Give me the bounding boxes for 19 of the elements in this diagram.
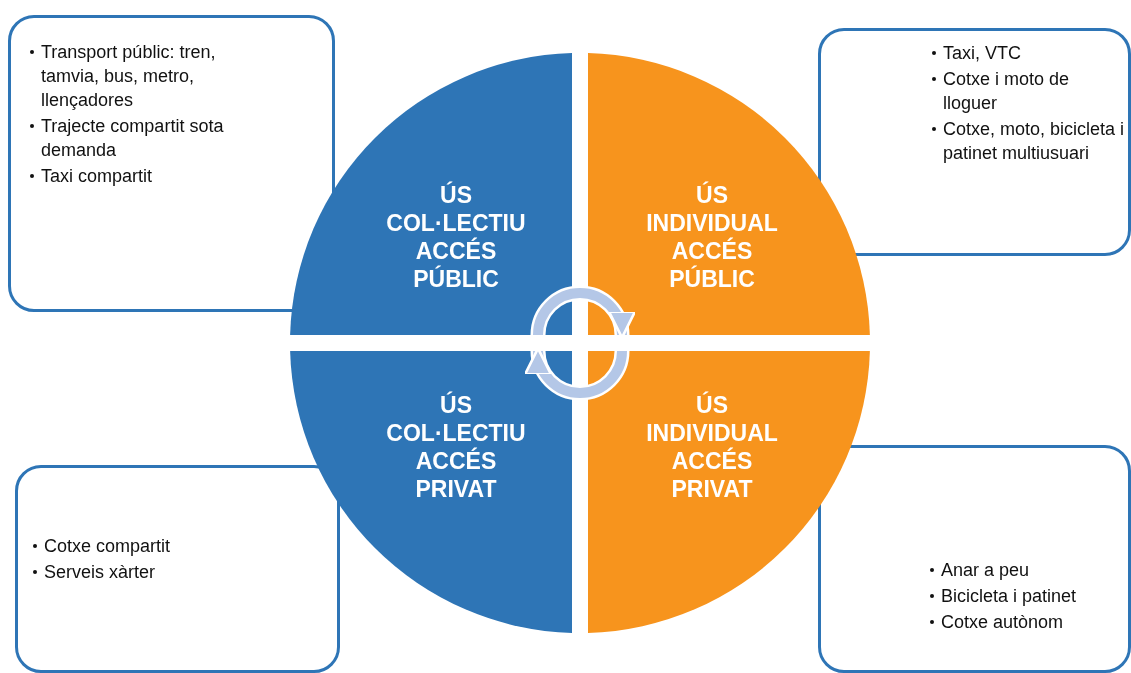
quadrant-label: ÚS INDIVIDUAL ACCÉS PÚBLIC: [645, 181, 779, 293]
quadrant-label: ÚS COL·LECTIU ACCÉS PRIVAT: [385, 391, 527, 503]
rounded-text-box: [818, 28, 1131, 256]
bullet-item: Transport públic: tren, tamvia, bus, metro, llençadores: [29, 40, 269, 112]
rounded-text-box: [8, 15, 335, 312]
rounded-text-box: [818, 445, 1131, 673]
bullet-item: Taxi compartit: [29, 164, 269, 188]
bullet-item: Trajecte compartit sota demanda: [29, 114, 269, 162]
quadrant-label: ÚS COL·LECTIU ACCÉS PÚBLIC: [385, 181, 527, 293]
bullet-item: Taxi, VTC: [931, 41, 1127, 65]
bullet-item: Serveis xàrter: [32, 560, 322, 584]
quadrant-label: ÚS INDIVIDUAL ACCÉS PRIVAT: [645, 391, 779, 503]
rounded-text-box: [15, 465, 340, 673]
bullet-item: Cotxe autònom: [929, 610, 1129, 634]
bullet-item: Anar a peu: [929, 558, 1129, 582]
bullet-item: Bicicleta i patinet: [929, 584, 1129, 608]
bullet-item: Cotxe i moto de lloguer: [931, 67, 1127, 115]
bullet-item: Cotxe, moto, bicicleta i patinet multiusuari: [931, 117, 1127, 165]
bullet-item: Cotxe compartit: [32, 534, 322, 558]
